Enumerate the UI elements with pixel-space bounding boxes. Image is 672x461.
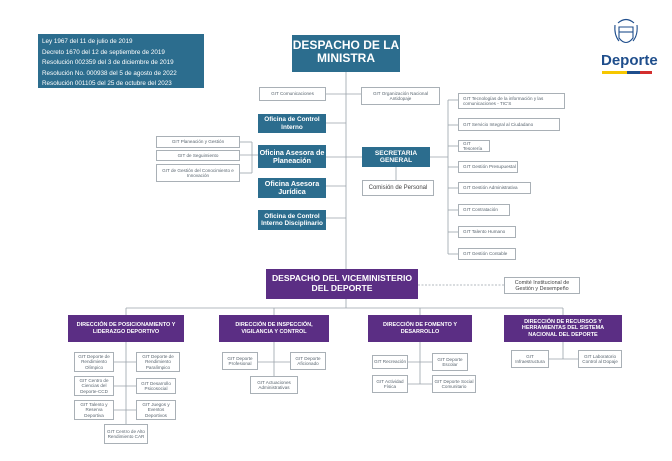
secretaria-general-box: SECRETARIA GENERAL [362, 147, 430, 167]
despacho-ministra-box: DESPACHO DE LA MINISTRA [292, 35, 400, 72]
git-social-comunitario: GIT Deporte Social Comunitario [432, 375, 476, 393]
git-infraestructura: GIT Infraestructura [511, 350, 549, 368]
git-contable: GIT Gestión Contable [458, 248, 516, 260]
git-actividad-fisica: GIT Actividad Física [372, 375, 408, 393]
direccion-recursos: DIRECCIÓN DE RECURSOS Y HERRAMIENTAS DEL… [504, 315, 622, 342]
git-servicio-ciudadano: GIT Servicio Integral al Ciudadano [458, 118, 560, 131]
oficina-asesora-planeacion: Oficina Asesora de Planeación [258, 145, 326, 168]
git-escolar: GIT Deporte Escolar [432, 353, 468, 371]
git-talento-humano: GIT Talento Humano [458, 226, 516, 238]
comision-personal-box: Comisión de Personal [362, 180, 434, 196]
logo-wordmark: Deporte [601, 52, 658, 69]
git-gestion-conocimiento: GIT de Gestión del Conocimiento e Innova… [156, 164, 240, 182]
git-contratacion: GIT Contratación [458, 204, 510, 216]
git-aficionado: GIT Deporte Aficionado [290, 352, 326, 370]
legal-line: Resolución 002359 del 3 de diciembre de … [42, 59, 174, 67]
git-administrativa: GIT Gestión Administrativa [458, 182, 531, 194]
legal-line: Resolución No. 000938 del 5 de agosto de… [42, 69, 177, 77]
git-actuaciones: GIT Actuaciones Administrativas [250, 376, 298, 394]
git-juegos-eventos: GIT Juegos y Eventos Deportivos [136, 400, 176, 420]
git-planeacion-gestion: GIT Planeación y Gestión [156, 136, 240, 148]
git-olimpico: GIT Deporte de Rendimiento Olímpico [74, 352, 114, 372]
git-paralimpico: GIT Deporte de Rendimiento Paralímpico [136, 352, 180, 372]
legal-line: Ley 1967 del 11 de julio de 2019 [42, 38, 133, 45]
git-car: GIT Centro de Alto Rendimiento CAR [104, 424, 148, 444]
git-comunicaciones: GIT Comunicaciones [259, 87, 326, 101]
oficina-asesora-juridica: Oficina Asesora Jurídica [258, 178, 326, 198]
git-laboratorio-dopaje: GIT Laboratorio Control al Dopaje [578, 350, 622, 368]
oficina-control-interno: Oficina de Control Interno [258, 114, 326, 133]
direccion-inspeccion: DIRECCIÓN DE INSPECCIÓN, VIGILANCIA Y CO… [219, 315, 329, 342]
git-ccd: GIT Centro de Ciencias del Deporte-CCD [74, 376, 114, 396]
direccion-posicionamiento: DIRECCIÓN DE POSICIONAMIENTO Y LIDERAZGO… [68, 315, 184, 342]
git-presupuestal: GIT Gestión Presupuestal [458, 161, 518, 173]
git-tics: GIT Tecnologías de la información y las … [458, 93, 565, 109]
git-talento-reserva: GIT Talento y Reserva Deportiva [74, 400, 114, 420]
legal-line: Resolución 001105 del 25 de octubre del … [42, 80, 172, 88]
git-tesoreria: GIT Tesorería [458, 140, 490, 152]
direccion-fomento: DIRECCIÓN DE FOMENTO Y DESARROLLO [368, 315, 472, 342]
git-antidopaje: GIT Organización Nacional Antidopaje [361, 87, 440, 105]
oficina-control-interno-disciplinario: Oficina de Control Interno Disciplinario [258, 210, 326, 230]
git-recreacion: GIT Recreación [372, 355, 408, 369]
coat-of-arms-icon [614, 18, 638, 44]
viceministerio-box: DESPACHO DEL VICEMINISTERIO DEL DEPORTE [266, 269, 418, 299]
comite-gestion-box: Comité Institucional de Gestión y Desemp… [504, 277, 580, 294]
git-seguimiento: GIT de Seguimiento [156, 150, 240, 161]
flag-stripe [602, 71, 652, 74]
git-profesional: GIT Deporte Profesional [222, 352, 258, 370]
git-psicosocial: GIT Desarrollo Psicosocial [136, 378, 176, 394]
legal-line: Decreto 1670 del 12 de septiembre de 201… [42, 48, 165, 56]
legal-basis-box: Ley 1967 del 11 de julio de 2019 Decreto… [38, 34, 204, 88]
